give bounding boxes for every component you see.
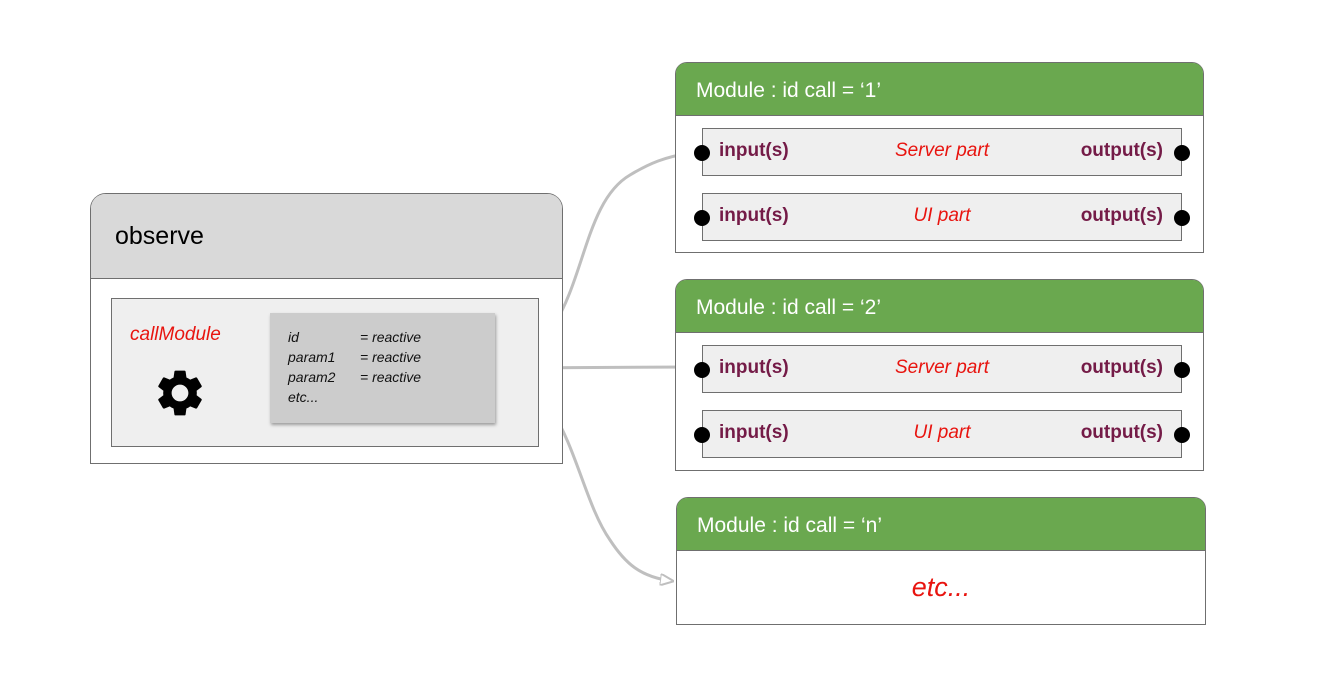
input-label: input(s) bbox=[719, 205, 789, 226]
param-name: param2 bbox=[288, 369, 336, 385]
output-label: output(s) bbox=[1080, 357, 1163, 378]
output-port bbox=[1174, 145, 1190, 161]
param-name: etc... bbox=[288, 389, 319, 405]
ui-part: UI part input(s) output(s) bbox=[694, 193, 1190, 241]
part-label: Server part bbox=[895, 140, 989, 161]
param-name: param1 bbox=[288, 349, 336, 365]
part-label: Server part bbox=[895, 357, 989, 378]
output-port bbox=[1174, 210, 1190, 226]
module-title: Module : id call = ‘1’ bbox=[696, 79, 882, 102]
params-card: id = reactive param1 = reactive param2 = re… bbox=[270, 313, 495, 423]
input-port bbox=[694, 362, 710, 378]
observe-title: observe bbox=[115, 222, 204, 250]
param-value: = reactive bbox=[360, 369, 422, 385]
input-label: input(s) bbox=[719, 422, 789, 443]
module-header: Module : id call = ‘1’ bbox=[676, 63, 1203, 116]
param-row: id = reactive bbox=[288, 329, 421, 345]
gear-icon bbox=[158, 370, 202, 416]
module-1: Module : id call = ‘1’ Server part input… bbox=[675, 62, 1204, 253]
module-n: Module : id call = ‘n’ etc... bbox=[676, 497, 1206, 625]
part-label: UI part bbox=[913, 205, 971, 226]
ui-part: UI part input(s) output(s) bbox=[694, 410, 1190, 458]
module-title: Module : id call = ‘2’ bbox=[696, 296, 882, 319]
server-part: Server part input(s) output(s) bbox=[694, 128, 1190, 176]
output-port bbox=[1174, 362, 1190, 378]
input-port bbox=[694, 210, 710, 226]
module-header: Module : id call = ‘n’ bbox=[677, 498, 1205, 551]
callmodule-box: callModule id = reactive param1 = reactive… bbox=[111, 298, 539, 447]
module-header: Module : id call = ‘2’ bbox=[676, 280, 1203, 333]
input-port bbox=[694, 145, 710, 161]
param-row: param2 = reactive bbox=[288, 369, 421, 385]
input-label: input(s) bbox=[719, 357, 789, 378]
input-port bbox=[694, 427, 710, 443]
callmodule-label: callModule bbox=[130, 324, 221, 345]
module-2: Module : id call = ‘2’ Server part input… bbox=[675, 279, 1204, 471]
param-name: id bbox=[288, 329, 299, 345]
server-part: Server part input(s) output(s) bbox=[694, 345, 1190, 393]
param-value: = reactive bbox=[360, 329, 422, 345]
output-label: output(s) bbox=[1080, 140, 1163, 161]
etc-text: etc... bbox=[911, 572, 971, 602]
output-label: output(s) bbox=[1080, 422, 1163, 443]
output-port bbox=[1174, 427, 1190, 443]
input-label: input(s) bbox=[719, 140, 789, 161]
observe-panel: observe callModule id = reactive param1 = … bbox=[90, 193, 563, 464]
param-value: = reactive bbox=[360, 349, 422, 365]
part-label: UI part bbox=[913, 422, 971, 443]
module-title: Module : id call = ‘n’ bbox=[697, 514, 883, 537]
param-row: param1 = reactive bbox=[288, 349, 421, 365]
param-row: etc... bbox=[288, 389, 360, 405]
output-label: output(s) bbox=[1080, 205, 1163, 226]
observe-header: observe bbox=[91, 194, 562, 279]
